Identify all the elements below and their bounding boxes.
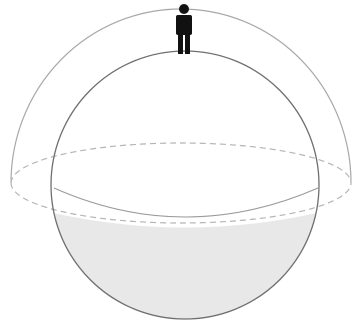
sphere-lower-fill (40, 210, 330, 323)
equator-back-dashed (11, 143, 351, 183)
person-silhouette-icon (176, 4, 192, 54)
lower-fill-group (40, 210, 330, 323)
sphere-band-curve (54, 188, 318, 217)
